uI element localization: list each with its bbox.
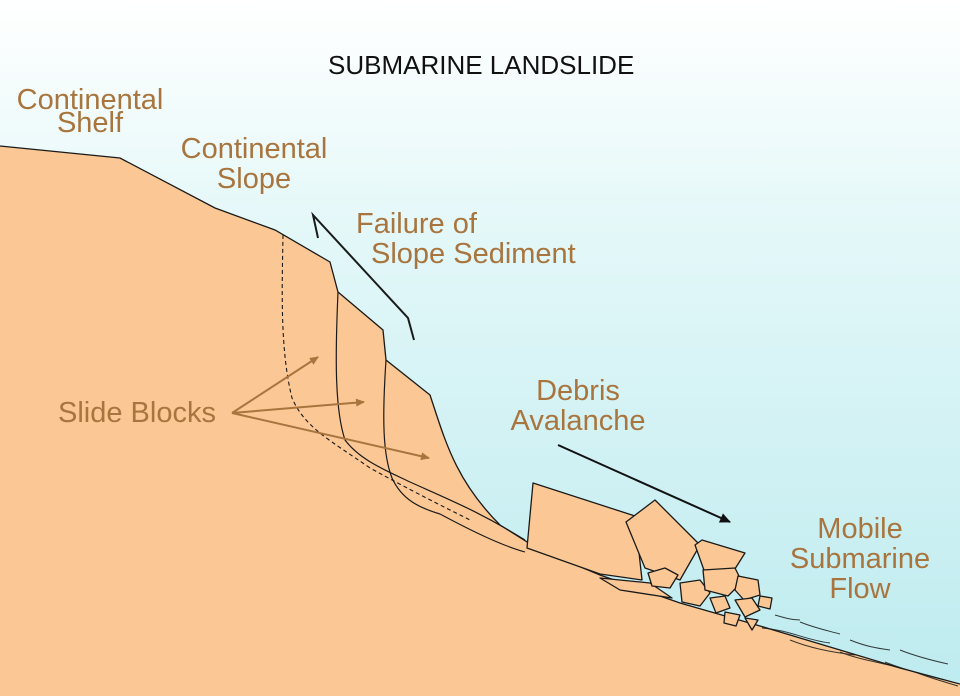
debris-fragment xyxy=(723,611,741,627)
debris-fragment xyxy=(599,577,673,599)
diagram-title: SUBMARINE LANDSLIDE xyxy=(328,50,635,80)
slide-blocks-label: Slide Blocks xyxy=(58,397,216,429)
debris-block-large xyxy=(526,482,643,581)
debris-blocks xyxy=(526,482,773,631)
flow-streak xyxy=(774,614,801,621)
label-line: Continental xyxy=(16,84,164,116)
failure-bracket xyxy=(311,211,415,341)
label-line: Shelf xyxy=(56,107,124,139)
flow-streak xyxy=(914,671,959,687)
flow-streak xyxy=(839,651,901,669)
flow-streak xyxy=(799,621,841,635)
flow-streak xyxy=(761,627,831,644)
flow-texture xyxy=(761,614,959,687)
label-line: Slope xyxy=(216,163,292,195)
continental-shelf-label: Continental Shelf xyxy=(12,85,168,138)
arrow-to-block-2 xyxy=(231,398,365,414)
label-line: Failure of xyxy=(356,208,477,240)
label-line: Avalanche xyxy=(510,405,646,437)
debris-block-right xyxy=(694,539,746,574)
debris-fragment xyxy=(757,595,773,610)
debris-fragment xyxy=(734,597,761,618)
debris-direction-arrow xyxy=(557,444,731,523)
continental-slope-label: Continental Slope xyxy=(176,134,332,194)
slip-plane-3 xyxy=(439,513,526,553)
mobile-flow-label: Mobile Submarine Flow xyxy=(785,514,935,604)
label-line: Slope Sediment xyxy=(371,238,576,270)
debris-fragment xyxy=(679,579,711,607)
flow-streak xyxy=(899,649,949,665)
debris-fragment xyxy=(709,595,731,614)
slip-plane-1 xyxy=(335,291,526,541)
label-line: Submarine xyxy=(789,543,931,575)
label-line: Continental xyxy=(180,133,328,165)
debris-fragment xyxy=(647,567,679,589)
label-line: Mobile xyxy=(817,513,903,545)
arrow-to-block-3 xyxy=(231,412,430,461)
arrow-to-block-1 xyxy=(231,356,319,414)
slide-block-arrows xyxy=(231,356,430,461)
seafloor-sediment xyxy=(0,146,960,696)
label-line: Debris xyxy=(536,375,620,407)
label-line: Flow xyxy=(829,573,891,605)
flow-streak xyxy=(849,639,891,651)
debris-fragment xyxy=(744,617,759,631)
flow-streak xyxy=(789,639,856,656)
slip-plane-2 xyxy=(383,359,441,515)
debris-avalanche-label: Debris Avalanche xyxy=(503,376,653,436)
failure-label: Failure of Slope Sediment xyxy=(356,209,576,269)
debris-block-tilted xyxy=(625,499,701,581)
